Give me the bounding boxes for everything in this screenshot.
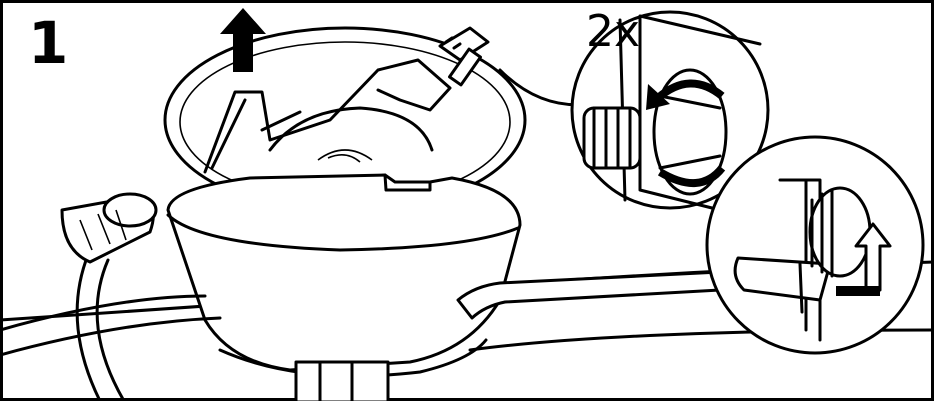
bracket-screw (438, 26, 490, 87)
screw-knob-side (808, 186, 872, 278)
mounting-bracket (203, 58, 452, 174)
wire-left (0, 294, 207, 332)
wire-connector-cap (60, 192, 158, 403)
wire-left-lower (0, 316, 222, 357)
detail-callout-rotate (570, 10, 770, 212)
screw-knob (652, 68, 728, 196)
lamp-stem (294, 360, 390, 404)
arrow-up-icon (220, 8, 266, 72)
step-number: 1 (28, 9, 69, 77)
repeat-count-label: 2x (586, 6, 641, 57)
rotate-counterclockwise-icon (646, 79, 726, 188)
screw-thread (582, 106, 642, 170)
lamp-canopy (166, 173, 522, 378)
detail-callout-push (705, 135, 925, 355)
arrow-up-icon (836, 222, 892, 296)
